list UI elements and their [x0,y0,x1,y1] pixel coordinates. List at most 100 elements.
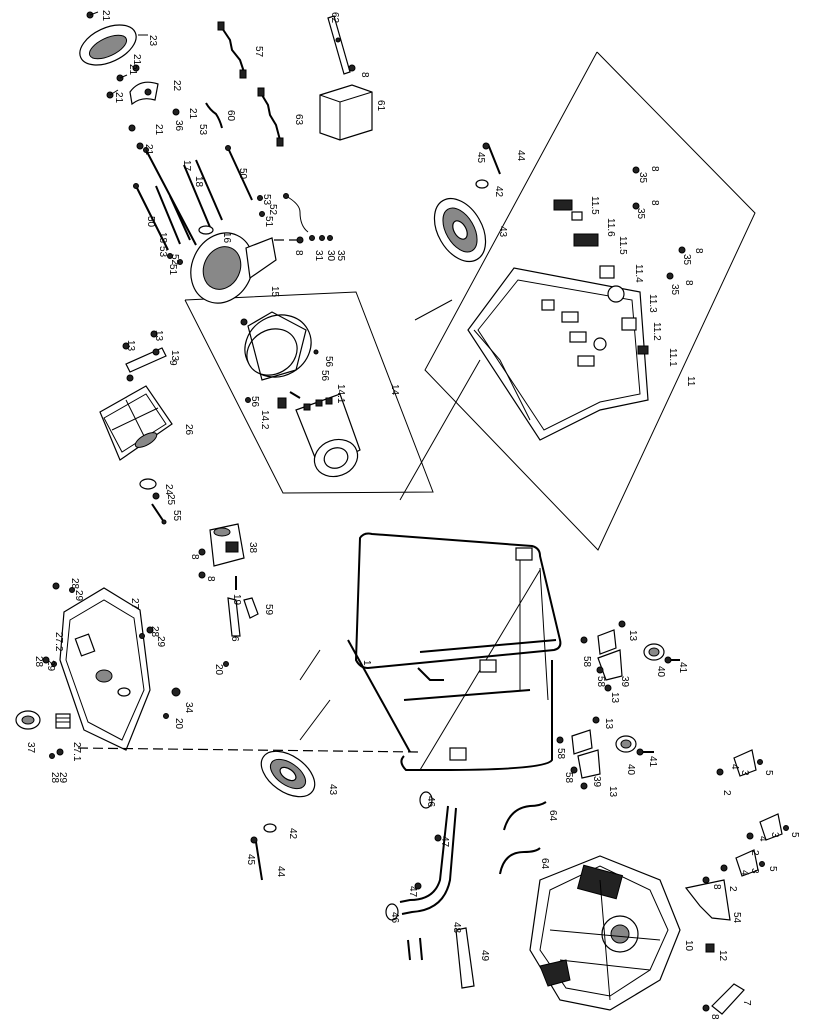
callout-c52a: 52 [267,204,278,216]
callout-c2b: 2 [749,850,760,856]
callout-c20a: 20 [213,664,224,676]
filter-cap-23 [79,24,148,66]
callout-c10: 10 [683,940,694,952]
wheel-43-lower [260,750,316,798]
callout-c55: 55 [171,510,182,522]
wire-57 [217,21,247,79]
callout-c4a: 4 [729,764,740,770]
callout-c53c: 53 [157,246,168,258]
fuel-cap-37 [15,710,71,730]
fuel-hose-6-19-59 [223,576,259,667]
small-screws-21 [86,11,180,150]
callout-c47b: 47 [407,886,418,898]
callout-c8b: 8 [293,250,304,256]
hoses-64 [499,801,547,875]
engine-10 [529,855,681,1011]
callout-c51b: 51 [167,264,178,276]
callout-c11_5a: 11.5 [589,196,600,215]
wire-60 [205,102,223,129]
callout-c29c: 29 [155,636,166,648]
callout-c17: 17 [181,160,192,172]
frame-1 [347,532,562,771]
callout-c58c: 58 [555,748,566,760]
callout-c11_2: 11.2 [651,322,662,341]
callout-c11_5b: 11.5 [617,236,628,255]
callout-c21g: 21 [143,144,154,156]
callout-c35b: 35 [637,172,648,184]
callout-c2a: 2 [721,790,732,796]
mount-set-lower [556,716,654,790]
callout-c25: 25 [165,494,176,506]
callout-c29d: 29 [57,772,68,784]
callout-c38: 38 [247,542,258,554]
callout-c21f: 21 [153,124,164,136]
brush-14-2 [245,397,287,409]
callout-c39a: 39 [619,676,630,688]
bracket-62 [327,15,356,75]
callout-c28a: 28 [69,578,80,590]
callout-c11_3: 11.3 [647,294,658,313]
callout-c3a: 3 [739,770,750,776]
callout-c13f: 13 [603,718,614,730]
callout-c53a: 53 [197,124,208,136]
callout-c62: 62 [329,12,340,24]
air-filter-housing-26 [99,385,173,461]
handle-bracket-9 [122,330,167,382]
callout-c8j: 8 [709,1014,720,1020]
callout-c8h: 8 [205,576,216,582]
callout-c11_1: 11.1 [667,348,678,367]
engine-mounts-2-5 [716,749,789,877]
callout-c7: 7 [741,1000,752,1006]
callout-c36: 36 [173,120,184,132]
callout-c20b: 20 [173,718,184,730]
grip-49 [455,927,475,989]
callout-c5a: 5 [763,770,774,776]
callout-c45a: 45 [475,152,486,164]
long-bolts [133,145,265,265]
callout-c40b: 40 [625,764,636,776]
callout-c23: 23 [147,35,158,47]
callout-c52b: 52 [169,254,180,266]
stator-14 [240,311,319,381]
callout-c5b: 5 [789,832,800,838]
callout-c19: 19 [231,594,242,606]
callout-c4b: 4 [757,836,768,842]
fuel-valve-38 [198,523,245,579]
panel-components [553,166,686,355]
tank-alignment-dashline [77,747,421,753]
callout-c64b: 64 [539,858,550,870]
callout-c56b: 56 [319,370,330,382]
callout-c14_1: 14.1 [335,384,346,404]
callout-c54: 54 [731,912,742,924]
callout-c13a: 13 [125,340,136,352]
callout-c41a: 41 [677,662,688,674]
callout-c63: 63 [293,114,304,126]
callout-c40a: 40 [655,666,666,678]
callout-c61: 61 [375,100,386,112]
callout-c18a: 18 [193,176,204,188]
callout-c53b: 53 [261,194,272,206]
callout-c35e: 35 [669,284,680,296]
callout-c22: 22 [171,80,182,92]
callout-c28b: 28 [33,656,44,668]
callout-c48: 48 [451,922,462,934]
callout-c56c: 56 [249,396,260,408]
callout-c64a: 64 [547,810,558,822]
callout-c49: 49 [479,950,490,962]
callout-c11_4: 11.4 [633,264,644,283]
callout-c45b: 45 [245,854,256,866]
callout-c8a: 8 [359,72,370,78]
callout-c8f: 8 [683,280,694,286]
callout-c44b: 44 [275,866,286,878]
control-panel-11 [467,267,649,441]
callout-c24: 24 [163,484,174,496]
fuel-tank-27 [59,587,151,751]
callout-c13d: 13 [627,630,638,642]
callout-c34: 34 [183,702,194,714]
callout-c6: 6 [229,636,240,642]
callout-c60: 60 [225,110,236,122]
bracket-12-7 [702,943,745,1015]
axle-44-upper [475,142,501,189]
callout-labels: 2123212221215762861636036215321211718505… [25,10,800,1020]
callout-c8c: 8 [649,166,660,172]
